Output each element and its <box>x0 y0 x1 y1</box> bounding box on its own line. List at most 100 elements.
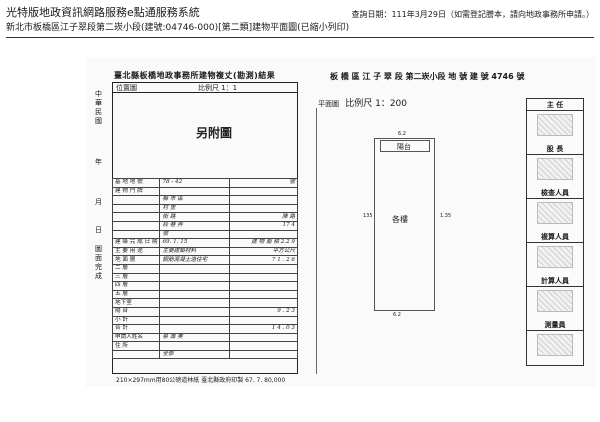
form-row-label <box>111 195 161 205</box>
form-row-label: 建 物 門 牌 <box>111 186 161 197</box>
stamp-label: 計算人員 <box>527 275 583 287</box>
form-row-value: 段 巷 弄 <box>159 220 230 231</box>
form-row-value <box>159 272 230 283</box>
form-row: 五 層 <box>111 289 299 300</box>
form-row-label: 合 計 <box>111 324 161 334</box>
form-row-value: 1 4 . 0 3 <box>228 324 299 334</box>
see-attached-note: 另附圖 <box>196 126 233 140</box>
margin-complete-label: 圖面完成 <box>95 245 102 280</box>
form-row-value: 平方公尺 <box>228 246 299 257</box>
form-row-value <box>228 272 299 283</box>
building-outline <box>374 138 435 311</box>
form-row-label: 住 所 <box>111 341 161 351</box>
form-row: 住 所 <box>111 341 299 351</box>
balcony-outline <box>380 140 430 152</box>
plan-scale: 平面圖 比例尺 1：200 <box>318 96 407 109</box>
form-row: 村 里 <box>111 203 299 214</box>
form-row: 小 計 <box>111 315 299 326</box>
margin-date-label: 中華民國 <box>95 90 102 125</box>
header-divider <box>6 37 594 38</box>
form-row-value: 17 4 <box>228 220 299 231</box>
form-row-label <box>111 229 161 240</box>
form-row-value <box>228 263 299 274</box>
dimension-left: 135 <box>363 213 373 219</box>
margin-day-label: 日 <box>95 226 102 234</box>
form-row-value: 主要建築材料 <box>159 246 230 257</box>
form-row-value <box>228 186 299 197</box>
official-seal <box>537 114 573 136</box>
form-title: 臺北縣板橋地政事務所建物複丈(勘測)結果 <box>114 71 276 80</box>
form-row-label: 申請人姓名 <box>111 332 161 343</box>
query-date: 查詢日期：111年3月29日（如需登記謄本，請向地政事務所申請。） <box>351 10 594 19</box>
form-row-value <box>159 263 230 274</box>
official-seal <box>537 290 573 312</box>
form-footnote: 210×297mm用80公磅道林紙 臺北縣政府印製 67. 7. 80,000 <box>116 375 285 384</box>
form-row-label: 地下室 <box>111 298 161 308</box>
plan-header-text: 板 橋 區 江 子 翠 段 第二崁小段 地 號 建 號 4746 號 <box>330 72 525 81</box>
form-row: 建 物 門 牌 <box>111 186 299 197</box>
dimension-bottom: 6.2 <box>393 312 401 318</box>
stamp-label: 檢查人員 <box>527 187 583 199</box>
form-row-value <box>228 298 299 308</box>
form-row-value: 號 <box>228 178 299 188</box>
form-row: 二 層 <box>111 263 299 274</box>
approval-stamp-column: 主 任股 長檢查人員複算人員計算人員測量員 <box>526 98 584 366</box>
form-row-value <box>159 315 230 326</box>
form-row-label <box>111 220 161 231</box>
form-row-label: 主 要 用 途 <box>111 246 161 257</box>
form-row-value <box>228 349 299 360</box>
form-row-label: 三 層 <box>111 272 161 283</box>
form-row-label: 基 地 地 號 <box>111 178 161 188</box>
form-row-value: 縣 市 區 <box>159 195 230 205</box>
location-map-label: 位置圖 <box>116 84 137 92</box>
stamp-label: 測量員 <box>527 319 583 331</box>
form-row: 全部 <box>111 349 299 360</box>
form-row-value: 鋼筋混凝土造住宅 <box>159 255 230 265</box>
form-row-label: 四 層 <box>111 281 161 291</box>
form-row-value: 全部 <box>159 349 230 360</box>
form-row-value: 蔡 壽 美 <box>159 332 230 343</box>
floor-label: 各樓 <box>392 215 408 224</box>
form-row: 四 層 <box>111 281 299 291</box>
stamp-label: 股 長 <box>527 143 583 155</box>
form-row-value <box>228 229 299 240</box>
form-row-value <box>228 195 299 205</box>
form-row-value: 建 物 面 積 2.2 9 <box>228 238 299 248</box>
form-row-value <box>228 332 299 343</box>
dimension-top: 6.2 <box>398 131 406 137</box>
form-row: 合 計 1 4 . 0 3 <box>111 324 299 334</box>
location-scale-row: 位置圖 比例尺 1：1 <box>112 82 298 93</box>
form-row-label: 陽 台 <box>111 306 161 317</box>
form-row-value <box>228 341 299 351</box>
margin-month-label: 月 <box>95 198 102 206</box>
form-row-value <box>159 186 230 197</box>
stamp-label: 主 任 <box>527 99 583 111</box>
form-row-value <box>228 281 299 291</box>
official-seal <box>537 334 573 356</box>
form-row: 三 層 <box>111 272 299 283</box>
balcony-label: 陽台 <box>397 143 411 151</box>
form-row-value <box>159 306 230 317</box>
form-row: 申請人姓名蔡 壽 美 <box>111 332 299 343</box>
form-row: 地下室 <box>111 298 299 308</box>
official-seal <box>537 202 573 224</box>
dimension-right: 1.35 <box>440 213 452 219</box>
plan-label: 平面圖 <box>318 100 339 108</box>
location-scale: 比例尺 1：1 <box>198 84 238 92</box>
page-title: 光特版地政資訊網路服務e點通服務系統 <box>6 6 200 19</box>
form-row-label <box>111 212 161 222</box>
form-row-label: 小 計 <box>111 315 161 326</box>
stamp-label: 複算人員 <box>527 231 583 243</box>
form-row-value <box>159 341 230 351</box>
form-row: 縣 市 區 <box>111 195 299 205</box>
margin-year-label: 年 <box>95 158 102 166</box>
form-row-value: 69. 1. 15 <box>159 238 230 248</box>
form-row-value <box>228 289 299 300</box>
form-print-code: 臺北縣政府印製 67. 7. 80,000 <box>201 377 286 384</box>
form-row: 主 要 用 途主要建築材料平方公尺 <box>111 246 299 257</box>
